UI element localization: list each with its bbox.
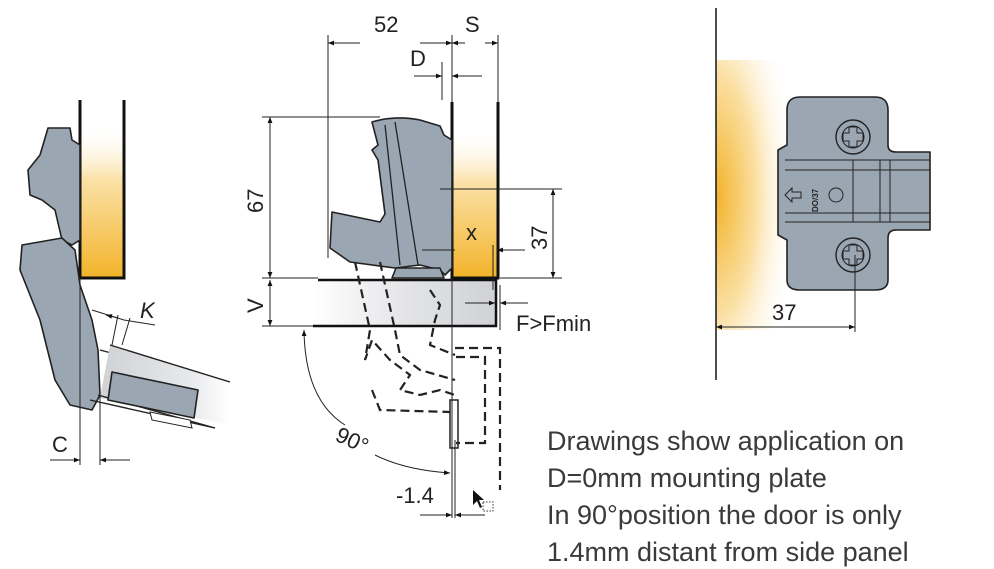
mounting-plate	[777, 96, 931, 291]
dimension-d-label: D	[410, 46, 426, 71]
screw-icon	[835, 237, 871, 273]
hinge-cup-left	[27, 127, 81, 246]
dimension-37-label: 37	[772, 300, 796, 325]
dimension-x-label: x	[466, 220, 477, 245]
plate-hole	[828, 187, 844, 203]
dimension-67-label: 67	[243, 189, 268, 213]
left-view: K C	[19, 100, 231, 465]
right-view: DO/37 37	[715, 8, 931, 380]
dimension-f-label: F>Fmin	[516, 311, 591, 336]
note-line: D=0mm mounting plate	[547, 463, 827, 493]
note-line: 1.4mm distant from side panel	[547, 537, 909, 567]
dimension-k-label: K	[140, 298, 156, 323]
dimension-s-label: S	[465, 12, 480, 37]
dimension-offset-label: -1.4	[396, 483, 434, 508]
application-notes: Drawings show application on D=0mm mount…	[547, 426, 909, 567]
screw-icon	[835, 119, 871, 155]
dimension-37-label: 37	[527, 226, 552, 250]
angle-90-label: 90°	[332, 422, 373, 459]
dimension-v-label: V	[243, 298, 268, 313]
side-panel-wood	[80, 125, 124, 278]
side-panel-wood	[452, 130, 498, 278]
dimension-c-label: C	[52, 432, 68, 457]
hinge-plate-on-door	[107, 371, 199, 419]
middle-view: 52 S D 67 V 37 x F>Fmin 90° -1.4	[243, 12, 591, 518]
arrow-left-icon	[784, 186, 802, 204]
door-closed	[313, 280, 496, 326]
note-line: In 90°position the door is only	[547, 500, 902, 530]
hinge-middle	[329, 117, 453, 276]
plate-marking: DO/37	[811, 188, 820, 212]
note-line: Drawings show application on	[547, 426, 904, 456]
dimension-52-label: 52	[374, 12, 398, 37]
cursor-icon	[473, 490, 484, 508]
